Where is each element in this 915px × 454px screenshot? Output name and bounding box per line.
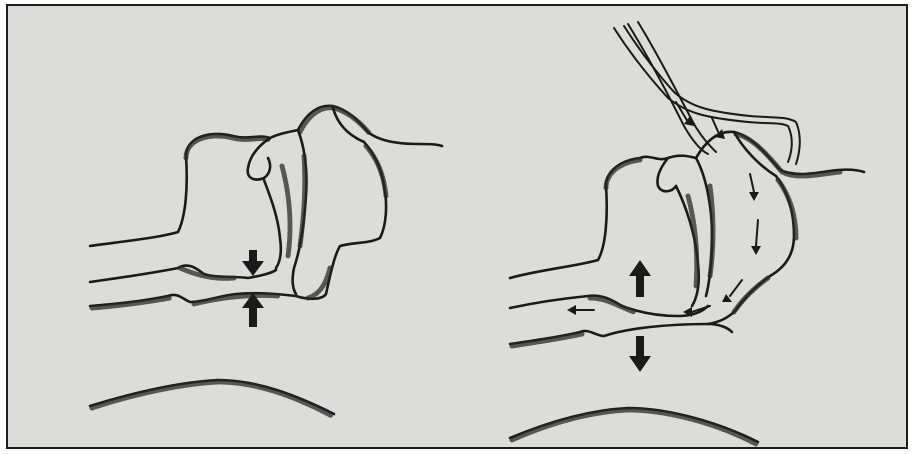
left-panel: [90, 106, 442, 416]
right-soft-palate: [657, 158, 676, 191]
right-floor-stipple: [512, 334, 582, 346]
left-pharynx-stipple: [282, 156, 305, 256]
right-tube-outer: [614, 28, 792, 162]
left-chest-stipple: [92, 382, 332, 416]
right-chest-stipple: [512, 410, 756, 444]
right-tube-lines: [628, 22, 716, 154]
left-uvula: [264, 180, 281, 268]
right-palate-outline: [510, 132, 864, 278]
left-soft-palate: [248, 138, 270, 180]
right-posterior-stipple: [734, 180, 796, 312]
right-palate-stipple: [606, 134, 840, 188]
right-tongue: [510, 296, 708, 316]
figure-frame: [6, 4, 908, 449]
airway-diagram: [8, 6, 906, 447]
left-tongue-stipple: [180, 268, 234, 278]
left-arrow-down-icon: [242, 250, 264, 276]
right-panel: [510, 22, 864, 444]
right-arrow-down-icon: [629, 336, 651, 372]
left-posterior-stipple: [308, 146, 386, 298]
right-arrow-up-icon: [629, 260, 651, 297]
right-tube-inner: [624, 26, 800, 164]
right-flow-arrows: [567, 102, 761, 317]
